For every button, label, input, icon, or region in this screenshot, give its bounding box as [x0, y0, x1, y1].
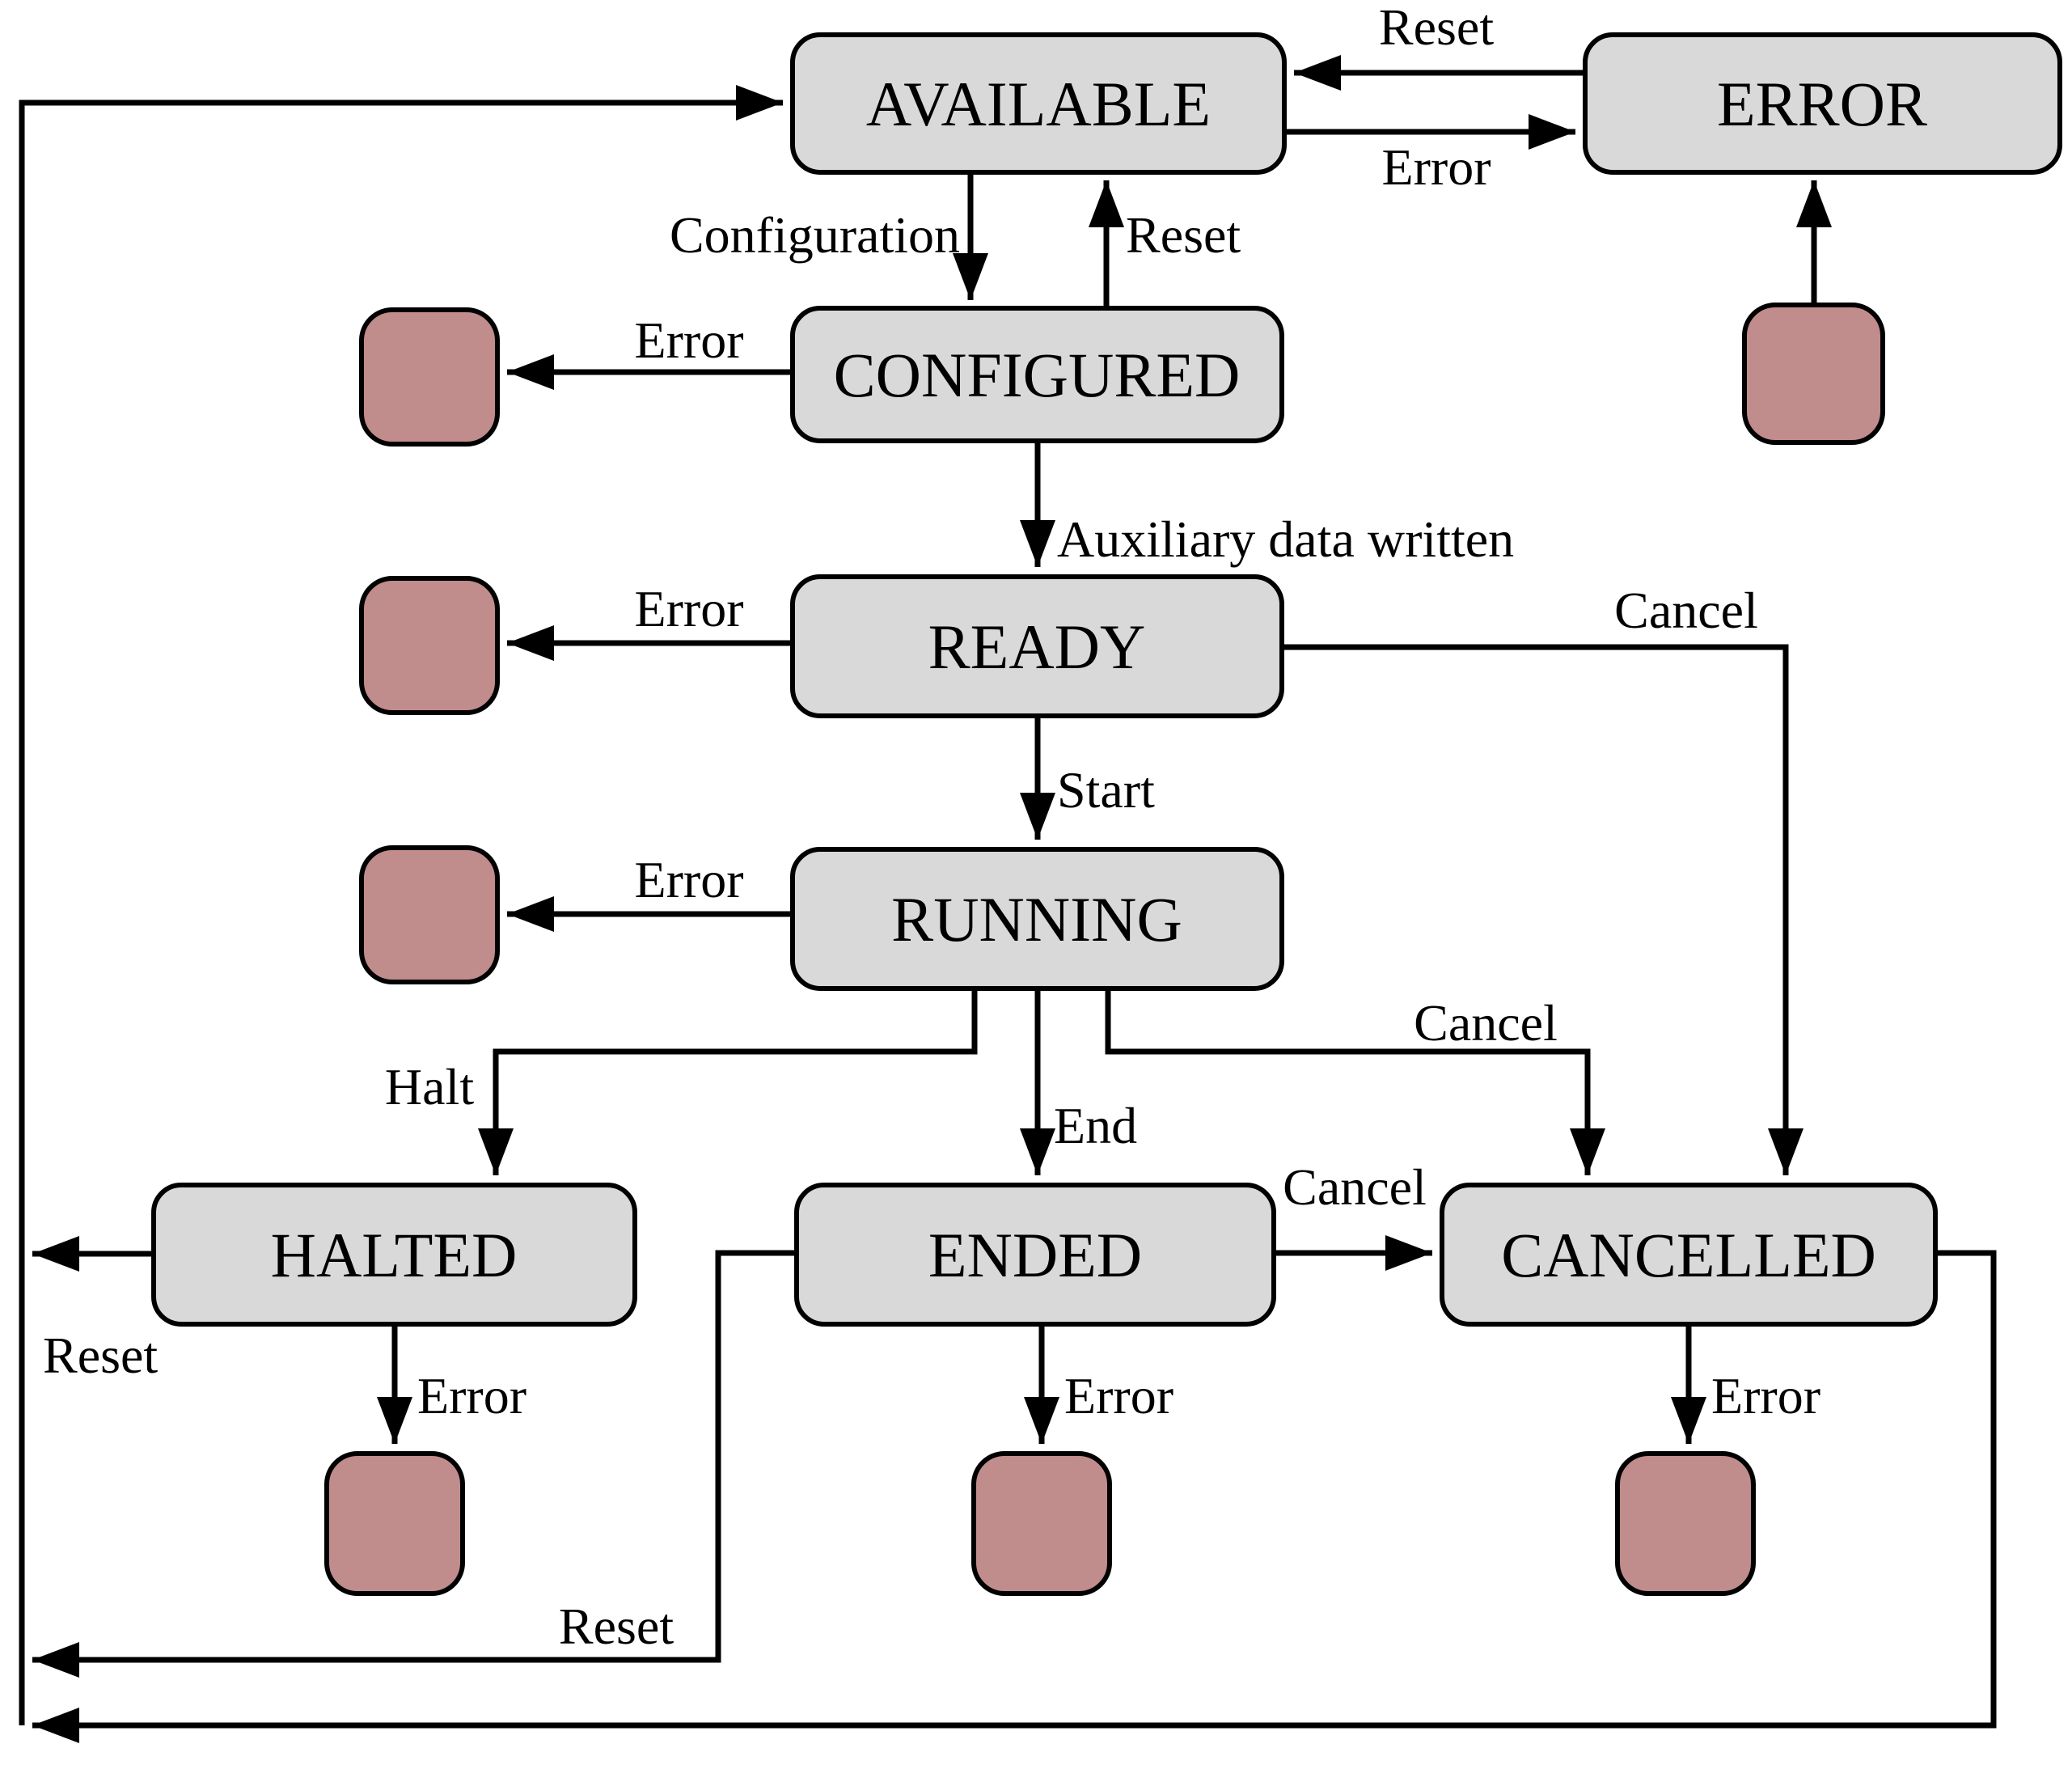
error-terminal-ready	[359, 576, 500, 715]
error-terminal-cancelled	[1615, 1451, 1756, 1596]
state-ready-box	[790, 574, 1284, 718]
transition-ready-to-cancelled-line	[1282, 644, 1803, 1175]
label-reset-ended-loop: Reset	[559, 1598, 674, 1655]
state-configured-box	[790, 306, 1284, 443]
state-halted: HALTED	[151, 1183, 637, 1327]
label-error-halted: Error	[417, 1367, 526, 1424]
error-terminal-ended	[971, 1451, 1112, 1596]
label-halt: Halt	[385, 1058, 474, 1115]
label-cancel-ended: Cancel	[1283, 1158, 1427, 1216]
transition-ended-to-return-bus-line	[32, 1250, 797, 1678]
state-cancelled-box	[1440, 1183, 1938, 1327]
label-reset-error-to-available: Reset	[1379, 0, 1494, 56]
label-reset-configured-to-available: Reset	[1126, 206, 1241, 264]
state-ended-box	[794, 1183, 1276, 1327]
state-running-box	[790, 847, 1284, 991]
error-terminal-halted	[324, 1451, 465, 1596]
state-configured-label: CONFIGURED	[834, 340, 1241, 410]
label-error-configured: Error	[634, 311, 743, 369]
state-error-label: ERROR	[1717, 69, 1927, 139]
transition-return-bus-to-available-line	[19, 85, 783, 1725]
error-terminal-configured	[359, 307, 500, 447]
state-ready-label: READY	[928, 612, 1146, 682]
transition-cancelled-to-return-bus-line	[32, 1250, 1997, 1743]
label-end: End	[1054, 1097, 1137, 1154]
state-configured: CONFIGURED	[790, 306, 1284, 443]
state-error: ERROR	[1583, 32, 2062, 175]
state-available-label: AVAILABLE	[866, 69, 1211, 139]
label-error-available-to-error: Error	[1381, 138, 1491, 196]
label-auxiliary-data-written: Auxiliary data written	[1057, 510, 1514, 568]
label-start: Start	[1057, 761, 1155, 819]
label-cancel-running: Cancel	[1414, 994, 1558, 1052]
label-error-running: Error	[634, 851, 743, 908]
state-cancelled: CANCELLED	[1440, 1183, 1938, 1327]
transition-running-to-halted-line	[478, 988, 978, 1175]
label-error-ready: Error	[634, 580, 743, 637]
label-reset-halted: Reset	[43, 1327, 158, 1384]
label-error-cancelled: Error	[1711, 1367, 1820, 1424]
state-error-box	[1583, 32, 2062, 175]
label-cancel-ready: Cancel	[1614, 582, 1758, 639]
error-terminal-running	[359, 845, 500, 984]
label-error-ended: Error	[1064, 1367, 1173, 1424]
state-halted-box	[151, 1183, 637, 1327]
error-terminal-error	[1742, 303, 1885, 445]
transition-running-to-cancelled-line	[1105, 988, 1605, 1175]
state-ended: ENDED	[794, 1183, 1276, 1327]
state-available-box	[790, 32, 1287, 175]
state-available: AVAILABLE	[790, 32, 1287, 175]
state-running: RUNNING	[790, 847, 1284, 991]
state-halted-label: HALTED	[271, 1220, 518, 1290]
state-ended-label: ENDED	[928, 1220, 1142, 1290]
state-cancelled-label: CANCELLED	[1501, 1220, 1876, 1290]
label-configuration: Configuration	[670, 206, 960, 264]
state-running-label: RUNNING	[891, 884, 1182, 954]
state-ready: READY	[790, 574, 1284, 718]
